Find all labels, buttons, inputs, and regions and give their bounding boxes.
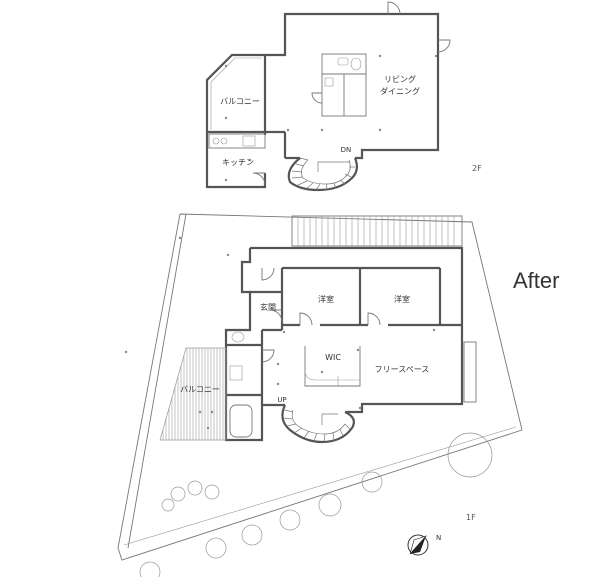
lower-stair: [281, 404, 355, 444]
kitchen-counter: [208, 133, 266, 149]
upper-balcony-rail: [210, 57, 262, 130]
upper-toilet: [350, 57, 362, 71]
upper-balcony-label: バルコニー: [220, 97, 260, 106]
after-heading: After: [513, 268, 559, 293]
upper-outer-wall: [265, 12, 440, 160]
upper-basin: [337, 57, 349, 66]
lower-outer-wall: [250, 246, 464, 414]
compass-label: N: [436, 534, 441, 542]
north-arrow: N: [407, 534, 441, 556]
side-bay: [463, 341, 477, 403]
upper-left-wall: [205, 53, 267, 189]
washbasin: [229, 365, 243, 381]
garden-trees: [139, 432, 493, 577]
lower-toilet: [231, 331, 245, 343]
entrance-label: 玄関: [260, 302, 276, 312]
lower-floor-plan: 洋室 洋室 玄関 WIC フリースペース バルコニー UP 1F N: [117, 213, 523, 577]
upper-stair-label: DN: [341, 146, 352, 154]
kitchen-label: キッチン: [222, 158, 254, 167]
upper-floor-plan: リビング ダイニング バルコニー キッチン DN 2F: [205, 1, 482, 192]
kitchen-door: [252, 172, 266, 186]
bedroom-1-label: 洋室: [318, 294, 334, 304]
site-boundary: [117, 213, 523, 561]
upper-door-arc-right: [437, 39, 451, 53]
lower-stair-label: UP: [277, 396, 286, 404]
bathtub: [229, 404, 253, 438]
upper-door-arc-top: [387, 1, 401, 15]
wic-label: WIC: [325, 353, 341, 362]
free-space-label: フリースペース: [375, 365, 430, 374]
upper-floor-label: 2F: [472, 164, 482, 173]
lower-balcony-deck: [159, 347, 227, 441]
wic-enclosure: [304, 346, 361, 387]
bedroom-2-label: 洋室: [394, 294, 410, 304]
living-label-line-1: リビング: [384, 74, 416, 84]
bedroom-1-door: [299, 312, 313, 326]
upper-stair: [287, 157, 359, 192]
entrance-door: [261, 267, 275, 281]
lower-balcony-label: バルコニー: [180, 385, 220, 394]
lower-floor-label: 1F: [466, 513, 476, 522]
upper-core-door: [311, 92, 323, 104]
bedroom-2-door: [367, 312, 381, 326]
living-label-line-2: ダイニング: [380, 86, 420, 96]
roof-deck: [291, 215, 463, 247]
